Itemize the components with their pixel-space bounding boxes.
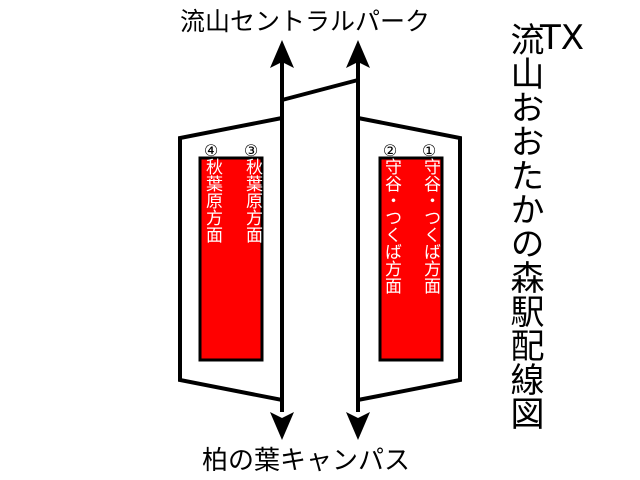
direction-up-label: 流山セントラルパーク: [180, 7, 431, 36]
crossover: [281, 78, 359, 102]
direction-down-label: 柏の葉キャンパス: [202, 446, 411, 476]
diagram-title: TX 流山おおたかの森駅配線図: [504, 18, 584, 430]
arrow-down-icon: [270, 412, 294, 440]
platform-box-left: [198, 156, 264, 362]
arrow-up-icon: [270, 40, 294, 68]
platform-number-4: ④: [203, 141, 219, 160]
platform-number-1: ①: [421, 141, 437, 160]
platform-box-right: [378, 156, 444, 362]
arrow-down-icon: [346, 412, 370, 440]
platform-4-destination: 秋葉原方面: [202, 158, 222, 243]
station-title: 流山おおたかの森駅配線図: [503, 22, 544, 430]
platform-1-destination: 守谷・つくば方面: [420, 158, 440, 294]
line-name: TX: [539, 18, 584, 58]
arrow-up-icon: [346, 40, 370, 68]
platform-number-2: ②: [382, 141, 398, 160]
platform-3-destination: 秋葉原方面: [242, 158, 262, 243]
platform-2-destination: 守谷・つくば方面: [381, 158, 401, 294]
platform-number-3: ③: [243, 141, 259, 160]
